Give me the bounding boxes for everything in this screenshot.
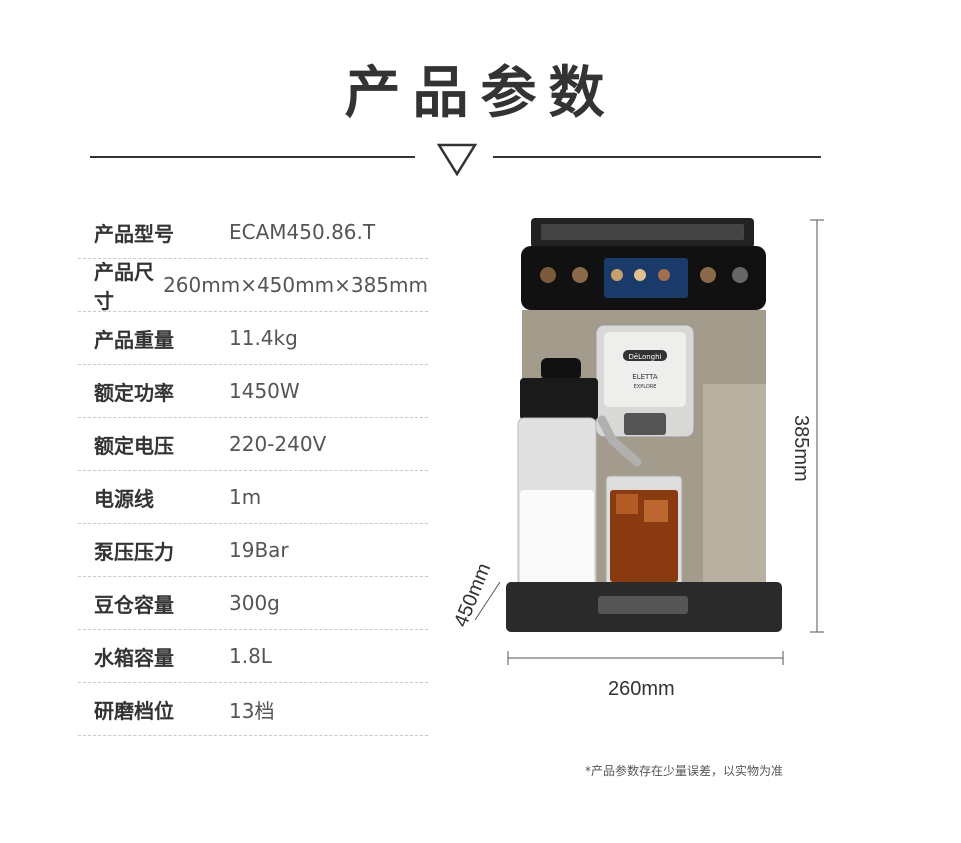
- spec-row: 豆仓容量 300g: [78, 577, 428, 630]
- spec-label: 产品尺寸: [94, 260, 154, 313]
- spec-row: 产品尺寸 260mm×450mm×385mm: [78, 259, 428, 313]
- spec-value: 300g: [229, 591, 280, 615]
- spec-row: 电源线 1m: [78, 471, 428, 524]
- spec-value: 260mm×450mm×385mm: [163, 273, 428, 297]
- model-name-line2: EXPLORE: [634, 384, 657, 390]
- spec-label: 水箱容量: [94, 645, 174, 670]
- spec-value: 1.8L: [229, 644, 272, 668]
- width-dimension-label: 260mm: [608, 678, 675, 700]
- spec-value: 1m: [229, 485, 262, 509]
- spec-label: 额定功率: [94, 380, 174, 405]
- spec-value: 13档: [229, 698, 275, 723]
- spec-row: 额定功率 1450W: [78, 365, 428, 418]
- spec-label: 产品型号: [94, 221, 174, 246]
- spec-value: ECAM450.86.T: [229, 220, 376, 244]
- spec-label: 豆仓容量: [94, 592, 174, 617]
- page-title: 产品参数: [344, 61, 617, 126]
- spec-value: 1450W: [229, 379, 300, 403]
- spec-row: 额定电压 220-240V: [78, 418, 428, 471]
- spec-row: 产品型号 ECAM450.86.T: [78, 206, 428, 259]
- spec-label: 产品重量: [94, 327, 174, 352]
- spec-label: 额定电压: [94, 433, 174, 458]
- spec-label: 泵压压力: [94, 539, 174, 564]
- spec-row: 研磨档位 13档: [78, 683, 428, 736]
- spec-row: 产品重量 11.4kg: [78, 312, 428, 365]
- spec-label: 电源线: [94, 486, 154, 511]
- model-name-line1: ELETTA: [632, 373, 658, 381]
- triangle-down-icon: [436, 143, 478, 177]
- height-dimension-label: 385mm: [790, 415, 812, 482]
- coffee-machine-image: DēLonghi ELETTA EXPLORE: [474, 218, 824, 665]
- brand-logo: DēLonghi: [628, 353, 661, 361]
- spec-row: 水箱容量 1.8L: [78, 630, 428, 683]
- divider-left: [90, 156, 415, 158]
- spec-value: 19Bar: [229, 538, 289, 562]
- spec-row: 泵压压力 19Bar: [78, 524, 428, 577]
- spec-value: 11.4kg: [229, 326, 298, 350]
- divider-right: [493, 156, 821, 158]
- footnote: *产品参数存在少量误差，以实物为准: [585, 764, 784, 778]
- spec-table: 产品型号 ECAM450.86.T 产品尺寸 260mm×450mm×385mm 产品重…: [78, 206, 428, 736]
- spec-value: 220-240V: [229, 432, 327, 456]
- spec-label: 研磨档位: [94, 698, 174, 723]
